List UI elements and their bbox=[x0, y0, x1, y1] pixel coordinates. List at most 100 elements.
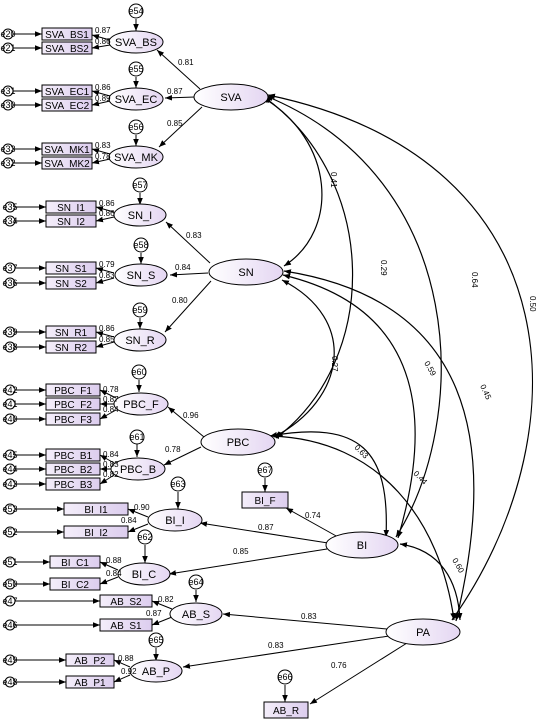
error-e44 bbox=[4, 463, 16, 475]
ellipse-sva-mk bbox=[108, 145, 164, 169]
ellipse-sn bbox=[208, 258, 284, 286]
box-bi-c2 bbox=[49, 577, 101, 591]
label-sva-bs2: SVA_BS2 bbox=[45, 44, 89, 55]
coef-bi-bif: 0.74 bbox=[305, 511, 321, 520]
label-sva-mk: SVA_MK bbox=[114, 152, 158, 164]
error-e63-label: e63 bbox=[170, 479, 185, 489]
error-e50 bbox=[4, 578, 16, 590]
coef-abs2: 0.82 bbox=[158, 595, 174, 604]
box-ab-p2 bbox=[65, 653, 115, 667]
coef-sva-mk: 0.85 bbox=[167, 119, 183, 128]
error-e37 bbox=[4, 262, 16, 274]
ellipse-bi-i bbox=[147, 508, 203, 532]
error-e43 bbox=[4, 478, 16, 490]
error-e45-label: e45 bbox=[2, 450, 17, 460]
coef-i2: 0.86 bbox=[99, 209, 115, 218]
coef-pbc-f: 0.96 bbox=[183, 411, 199, 420]
coef-bs1: 0.87 bbox=[95, 26, 111, 35]
coef-cov-sn-pbc: 0.27 bbox=[330, 356, 339, 372]
error-e47 bbox=[4, 595, 16, 607]
label-sva-bs1: SVA_BS1 bbox=[45, 30, 89, 41]
label-pbc-b2: PBC_B2 bbox=[54, 465, 93, 476]
box-sn-s1 bbox=[45, 261, 97, 275]
coef-r1: 0.86 bbox=[99, 324, 115, 333]
error-e65 bbox=[148, 632, 164, 648]
label-bi-i1: BI_I1 bbox=[84, 505, 108, 516]
box-sva-mk2 bbox=[41, 156, 93, 170]
error-e56 bbox=[128, 119, 144, 135]
error-e53 bbox=[4, 503, 16, 515]
label-ab-p: AB_P bbox=[142, 666, 170, 678]
ellipse-pbc bbox=[200, 428, 276, 456]
coef-f2: 0.87 bbox=[103, 395, 119, 404]
coef-b3: 0.82 bbox=[103, 470, 119, 479]
coef-cov-sn-pa: 0.45 bbox=[478, 383, 493, 401]
label-sn-i2: SN_I2 bbox=[57, 217, 85, 228]
error-e67-label: e67 bbox=[257, 465, 272, 475]
label-bi-f: BI_F bbox=[254, 496, 275, 507]
error-e46-label: e46 bbox=[2, 620, 17, 630]
box-pbc-f3 bbox=[45, 412, 101, 426]
box-ab-s2 bbox=[99, 594, 153, 608]
observed-variables: SVA_BS1 SVA_BS2 SVA_EC1 SVA_EC2 SVA_MK1 … bbox=[41, 27, 309, 719]
box-sva-bs2 bbox=[41, 41, 93, 55]
coef-cov-bi-pa: 0.60 bbox=[450, 557, 466, 575]
label-sn-r2: SN_R2 bbox=[55, 343, 88, 354]
coef-mk1: 0.83 bbox=[95, 141, 111, 150]
coef-cov-sn-bi: 0.59 bbox=[422, 360, 438, 378]
error-terms: e20 e21 e31 e30 e33 e32 e35 e34 e37 e36 … bbox=[0, 3, 293, 688]
error-e37-label: e37 bbox=[2, 263, 17, 273]
box-ab-s1 bbox=[99, 618, 153, 632]
coef-b1: 0.84 bbox=[103, 450, 119, 459]
label-pbc-b3: PBC_B3 bbox=[54, 480, 93, 491]
error-e62-label: e62 bbox=[137, 532, 152, 542]
error-e52 bbox=[4, 526, 16, 538]
paths bbox=[13, 19, 408, 705]
coef-r2: 0.85 bbox=[99, 335, 115, 344]
label-pbc-f2: PBC_F2 bbox=[54, 400, 92, 411]
label-bi-c: BI_C bbox=[132, 569, 157, 581]
ellipse-ab-p bbox=[129, 659, 183, 683]
coef-sva-bs: 0.81 bbox=[178, 58, 194, 67]
error-e31 bbox=[2, 85, 14, 97]
coef-pbc-b: 0.78 bbox=[165, 445, 181, 454]
label-pbc-f3: PBC_F3 bbox=[54, 415, 92, 426]
error-e65-label: e65 bbox=[148, 635, 163, 645]
coef-bii2: 0.84 bbox=[121, 516, 137, 525]
ellipse-pbc-f bbox=[113, 392, 169, 416]
label-sn-i1: SN_I1 bbox=[57, 203, 85, 214]
coef-sva-ec: 0.87 bbox=[167, 87, 183, 96]
label-sn-r: SN_R bbox=[125, 335, 154, 347]
cov-sn-pbc bbox=[273, 279, 335, 438]
error-e58 bbox=[133, 237, 149, 253]
coef-s1: 0.79 bbox=[99, 260, 115, 269]
error-e52-label: e52 bbox=[2, 527, 17, 537]
label-sva: SVA bbox=[220, 92, 242, 104]
error-e57-label: e57 bbox=[132, 180, 147, 190]
box-pbc-b2 bbox=[45, 462, 101, 476]
error-e43-label: e43 bbox=[2, 479, 17, 489]
label-sn: SN bbox=[238, 267, 253, 279]
error-e30-label: e30 bbox=[0, 100, 15, 110]
coef-abp2: 0.88 bbox=[118, 654, 134, 663]
error-e47-label: e47 bbox=[2, 596, 17, 606]
coef-bic1: 0.88 bbox=[106, 556, 122, 565]
error-e51 bbox=[4, 556, 16, 568]
box-sva-ec1 bbox=[41, 84, 93, 98]
label-bi-i2: BI_I2 bbox=[84, 528, 108, 539]
box-ab-p1 bbox=[65, 675, 115, 689]
error-e40-label: e40 bbox=[2, 414, 17, 424]
covariance-curves bbox=[261, 93, 533, 622]
error-e36-label: e36 bbox=[2, 278, 17, 288]
error-e45 bbox=[4, 449, 16, 461]
label-sn-s1: SN_S1 bbox=[55, 264, 87, 275]
coef-i1: 0.86 bbox=[99, 199, 115, 208]
error-e61-label: e61 bbox=[129, 432, 144, 442]
label-pbc: PBC bbox=[227, 437, 250, 449]
error-e48 bbox=[4, 676, 16, 688]
label-pbc-f1: PBC_F1 bbox=[54, 386, 92, 397]
error-e51-label: e51 bbox=[2, 557, 17, 567]
label-pbc-b: PBC_B bbox=[120, 464, 156, 476]
coef-cov-sva-sn: 0.41 bbox=[329, 172, 338, 188]
